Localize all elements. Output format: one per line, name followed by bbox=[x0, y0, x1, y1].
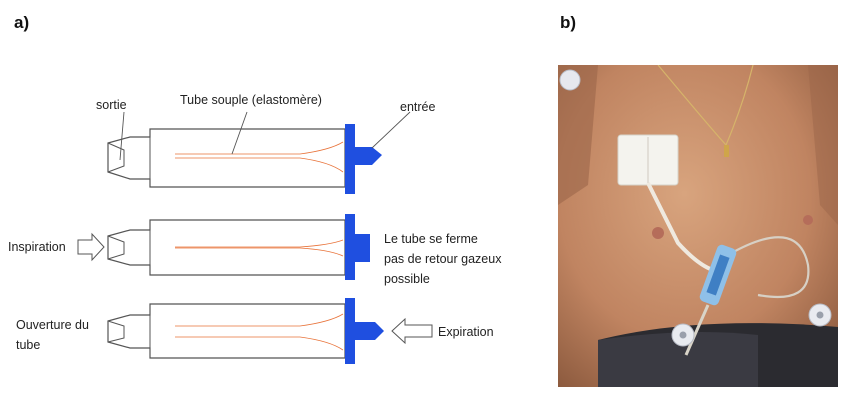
valve-top: sortie Tube souple (elastomère) entrée bbox=[96, 93, 435, 194]
label-inlet: entrée bbox=[400, 100, 435, 114]
ecg-electrode-2 bbox=[809, 304, 831, 326]
inlet-port bbox=[355, 147, 382, 165]
label-inspiration: Inspiration bbox=[8, 240, 66, 254]
inlet-connector bbox=[345, 214, 355, 280]
inlet-connector bbox=[345, 298, 355, 364]
label-opening-2: tube bbox=[16, 338, 40, 352]
inspiration-arrow bbox=[78, 234, 104, 260]
patient-photo bbox=[558, 65, 838, 387]
ecg-electrode-1 bbox=[672, 324, 694, 346]
valve-middle: Inspiration Le tube se ferme pas de reto… bbox=[8, 214, 502, 286]
label-outlet: sortie bbox=[96, 98, 127, 112]
valve-body-outline bbox=[108, 220, 345, 275]
note-line-1: Le tube se ferme bbox=[384, 232, 478, 246]
panel-label-b: b) bbox=[560, 13, 576, 33]
note-line-2: pas de retour gazeux bbox=[384, 252, 502, 266]
label-tube: Tube souple (elastomère) bbox=[180, 93, 322, 107]
valve-body-outline bbox=[108, 304, 345, 358]
inlet-connector bbox=[345, 124, 355, 194]
label-opening-1: Ouverture du bbox=[16, 318, 89, 332]
panel-label-a: a) bbox=[14, 13, 29, 33]
expiration-arrow bbox=[392, 319, 432, 343]
note-line-3: possible bbox=[384, 272, 430, 286]
label-expiration: Expiration bbox=[438, 325, 494, 339]
heimlich-valve-diagram: sortie Tube souple (elastomère) entrée I… bbox=[0, 60, 540, 380]
valve-bottom: Ouverture du tube Expiration bbox=[16, 298, 494, 364]
